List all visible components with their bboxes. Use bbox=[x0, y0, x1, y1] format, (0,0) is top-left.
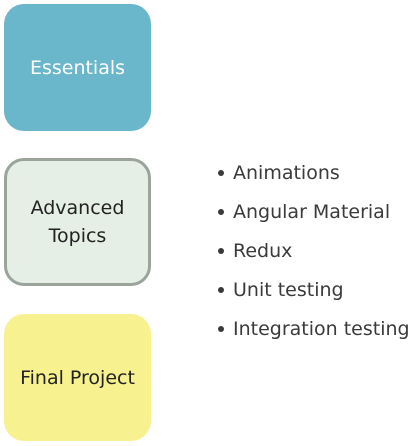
bullet-icon bbox=[218, 169, 224, 176]
list-item: Angular Material bbox=[218, 192, 408, 231]
list-item: Animations bbox=[218, 153, 408, 192]
advanced-topics-list: Animations Angular Material Redux Unit t… bbox=[218, 153, 408, 348]
advanced-topics-label-line1: Advanced bbox=[30, 197, 125, 219]
bullet-icon bbox=[218, 325, 224, 332]
bullet-icon bbox=[218, 286, 224, 293]
essentials-label: Essentials bbox=[29, 56, 126, 79]
final-project-label: Final Project bbox=[20, 366, 135, 389]
advanced-topics-label-line2: Topics bbox=[48, 225, 107, 247]
advanced-topics-box: Advanced Topics bbox=[4, 158, 151, 286]
advanced-topics-label: Advanced Topics bbox=[31, 194, 125, 250]
list-item-label: Integration testing bbox=[233, 317, 408, 340]
list-item: Unit testing bbox=[218, 270, 408, 309]
list-item-label: Animations bbox=[233, 161, 340, 184]
list-item: Integration testing bbox=[218, 309, 408, 348]
bullet-icon bbox=[218, 247, 224, 254]
list-item-label: Unit testing bbox=[233, 278, 344, 301]
list-item-label: Angular Material bbox=[233, 200, 391, 223]
essentials-box: Essentials bbox=[4, 4, 151, 131]
bullet-icon bbox=[218, 208, 224, 215]
list-item-label: Redux bbox=[233, 239, 293, 262]
final-project-box: Final Project bbox=[4, 314, 151, 441]
list-item: Redux bbox=[218, 231, 408, 270]
